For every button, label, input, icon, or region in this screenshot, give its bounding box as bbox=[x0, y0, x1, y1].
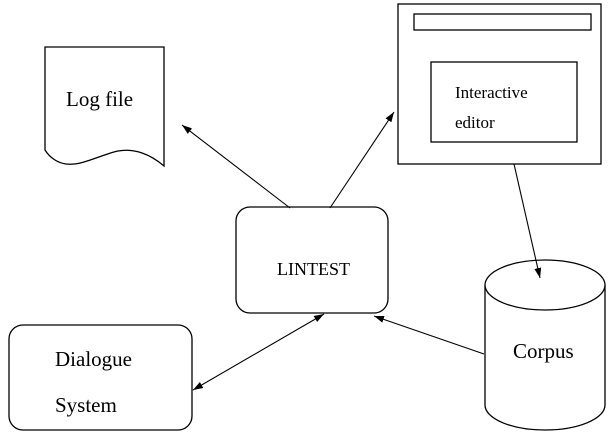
interactive-editor-node bbox=[397, 3, 602, 165]
edge-editor-to-corpus bbox=[513, 163, 542, 279]
corpus-label: Corpus bbox=[513, 339, 574, 363]
editor-title-bar bbox=[413, 13, 592, 31]
log-file-label: Log file bbox=[66, 87, 134, 111]
interactive-editor-label-line1: Interactive bbox=[455, 83, 528, 102]
edge-lintest-to-editor bbox=[329, 111, 395, 209]
edge-corpus-to-lintest bbox=[373, 315, 485, 355]
interactive-editor-label-line2: editor bbox=[455, 113, 495, 132]
log-file-node bbox=[44, 46, 165, 168]
dialogue-system-label-line1: Dialogue bbox=[55, 347, 132, 371]
dialogue-system-node bbox=[8, 324, 193, 431]
dialogue-system-label-line2: System bbox=[55, 393, 117, 417]
lintest-label: LINTEST bbox=[277, 259, 350, 279]
edge-lintest-dialogue-bidirectional bbox=[192, 313, 325, 391]
lintest-node bbox=[235, 206, 389, 314]
corpus-node bbox=[484, 259, 606, 431]
editor-inner-panel bbox=[430, 61, 578, 143]
corpus-top bbox=[484, 259, 606, 311]
edge-lintest-to-log-file bbox=[181, 124, 291, 209]
